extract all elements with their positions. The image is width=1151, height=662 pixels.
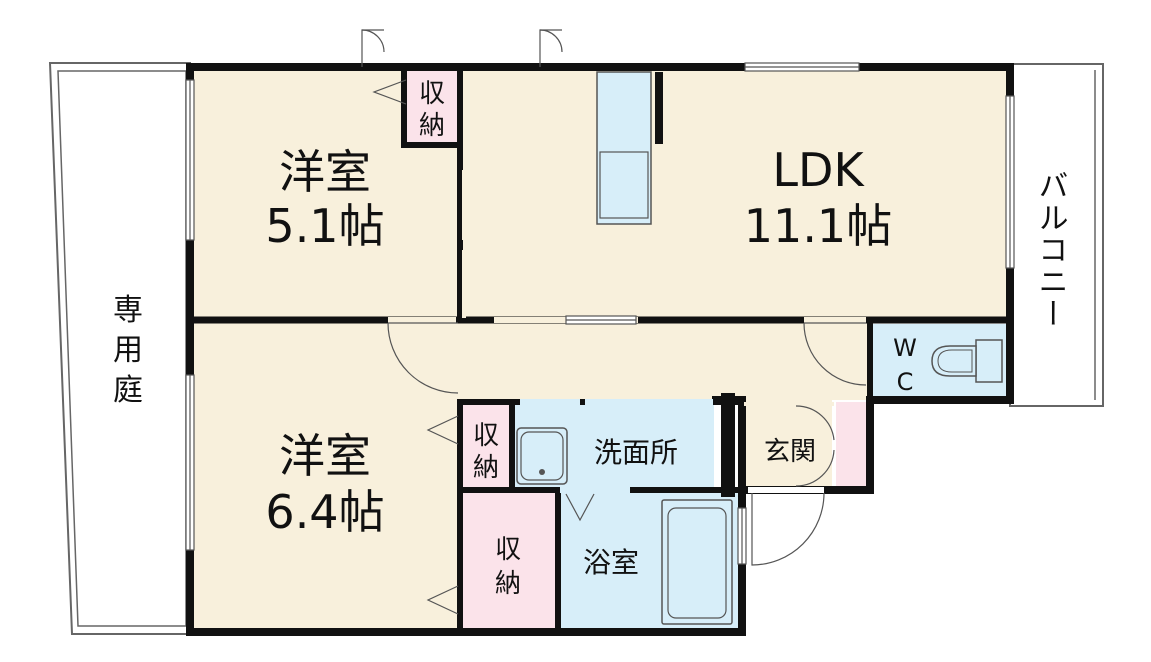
toilet <box>931 339 1003 383</box>
ldk-name: LDK <box>772 143 865 197</box>
hallway-fill <box>460 320 870 400</box>
room-labels: 洋室 5.1帖 LDK 11.1帖 洋室 6.4帖 W C 洗面所 浴室 玄関 … <box>113 79 1068 599</box>
storage-big-fill <box>460 492 556 632</box>
balcony-label: バルコニー <box>1033 170 1068 330</box>
western-room-2-name: 洋室 <box>279 429 371 483</box>
storage-mid-fill <box>460 405 510 488</box>
entrance-label: 玄関 <box>764 437 816 467</box>
washroom-label: 洗面所 <box>594 436 678 469</box>
storage-top-fill <box>404 67 460 145</box>
storage-top-label-2: 納 <box>419 111 445 141</box>
wc-label-c: C <box>897 368 914 396</box>
entrance-fill <box>742 400 832 490</box>
kitchen-counter <box>596 71 663 225</box>
door-swings <box>361 29 867 615</box>
ldk-size: 11.1帖 <box>744 199 892 253</box>
wc-label-w: W <box>893 334 917 362</box>
storage-top-label-1: 収 <box>419 79 445 109</box>
garden-label-3: 庭 <box>113 373 143 408</box>
storage-mid-label-2: 納 <box>473 453 499 483</box>
storage-big-label-2: 納 <box>495 569 521 599</box>
ldk-fill <box>460 67 1010 320</box>
western-room-2-size: 6.4帖 <box>265 485 384 539</box>
wash-basin <box>516 427 568 485</box>
western-room-1-name: 洋室 <box>279 145 371 199</box>
western-room-2-fill <box>190 320 460 632</box>
garden-label-2: 用 <box>113 333 143 368</box>
storage-big-label-1: 収 <box>495 535 521 565</box>
shoe-cabinet-fill <box>836 402 866 488</box>
garden-label-1: 専 <box>113 293 143 328</box>
western-room-1-size: 5.1帖 <box>265 199 384 253</box>
storage-mid-label-1: 収 <box>473 421 499 451</box>
windows <box>185 62 1015 565</box>
bathtub <box>661 499 733 625</box>
bathroom-label: 浴室 <box>583 546 639 579</box>
